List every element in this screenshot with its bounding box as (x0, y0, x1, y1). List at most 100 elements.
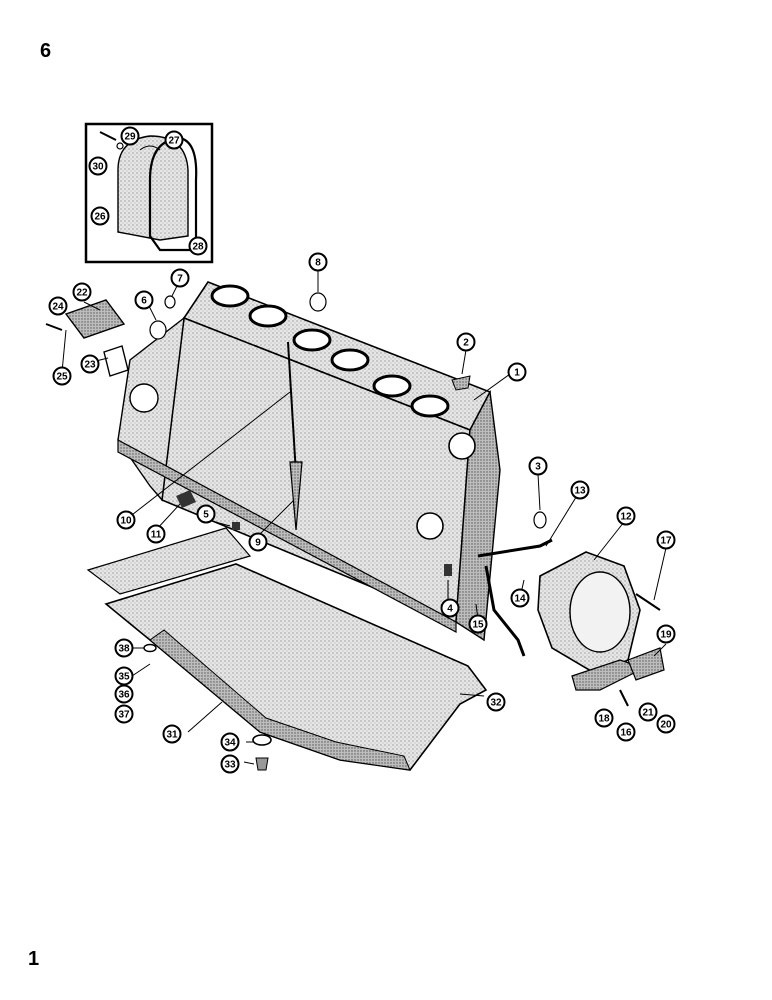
callout-28: 28 (188, 236, 208, 256)
callout-25: 25 (52, 366, 72, 386)
callout-label: 28 (192, 242, 204, 253)
callout-circle (468, 614, 488, 634)
rear-seal-inset (84, 122, 214, 264)
callout-circle (570, 480, 590, 500)
callout-label: 25 (56, 372, 68, 383)
callout-circle (114, 638, 134, 658)
callout-label: 1 (514, 368, 520, 379)
bracket-19 (627, 647, 665, 681)
callout-label: 33 (224, 760, 236, 771)
plug-4 (444, 564, 452, 576)
bolt-16 (619, 689, 629, 707)
callout-circle (616, 722, 636, 742)
callout-label: 29 (124, 132, 136, 143)
callout-label: 20 (660, 720, 672, 731)
callout-circle (248, 532, 268, 552)
cylinder-block (117, 281, 501, 642)
callout-label: 2 (463, 338, 469, 349)
callout-label: 5 (203, 510, 209, 521)
callout-circle (188, 236, 208, 256)
callout-label: 18 (598, 714, 610, 725)
callout-33: 33 (220, 754, 240, 774)
callout-label: 34 (224, 738, 236, 749)
callout-circle (52, 366, 72, 386)
callout-label: 31 (166, 730, 178, 741)
callout-17: 17 (656, 530, 676, 550)
washer-34 (252, 734, 272, 746)
callout-19: 19 (656, 624, 676, 644)
flywheel-housing-foot (571, 659, 646, 691)
callout-8: 8 (308, 252, 328, 272)
callout-circle (308, 252, 328, 272)
oil-filler-cone (289, 461, 303, 531)
callout-circle (220, 754, 240, 774)
callout-36: 36 (114, 684, 134, 704)
callout-21: 21 (638, 702, 658, 722)
callout-circle (170, 268, 190, 288)
callout-circle (616, 506, 636, 526)
callout-circle (114, 704, 134, 724)
callout-circle (72, 282, 92, 302)
callout-27: 27 (164, 130, 184, 150)
callout-2: 2 (456, 332, 476, 352)
callout-label: 12 (620, 512, 632, 523)
callout-label: 35 (118, 672, 130, 683)
callout-circle (456, 332, 476, 352)
callout-3: 3 (528, 456, 548, 476)
callout-22: 22 (72, 282, 92, 302)
callout-34: 34 (220, 732, 240, 752)
callout-circle (220, 732, 240, 752)
plug-5 (232, 522, 240, 530)
callout-circle (510, 588, 530, 608)
callout-18: 18 (594, 708, 614, 728)
callout-circle (80, 354, 100, 374)
callout-31: 31 (162, 724, 182, 744)
callout-10: 10 (116, 510, 136, 530)
callout-26: 26 (90, 206, 110, 226)
callout-label: 4 (447, 604, 453, 615)
callout-label: 8 (315, 258, 321, 269)
callout-35: 35 (114, 666, 134, 686)
expansion-plug-8 (309, 292, 327, 312)
callout-circle (134, 290, 154, 310)
callout-12: 12 (616, 506, 636, 526)
callout-label: 10 (120, 516, 132, 527)
rear-seal-retainer (117, 135, 189, 241)
callout-circle (88, 156, 108, 176)
callout-label: 36 (118, 690, 130, 701)
callout-circle (638, 702, 658, 722)
cylinder-bore-3 (292, 328, 332, 352)
callout-label: 7 (177, 274, 183, 285)
callout-37: 37 (114, 704, 134, 724)
callout-circle (48, 296, 68, 316)
callout-label: 3 (535, 462, 541, 473)
callout-label: 17 (660, 536, 672, 547)
callout-label: 30 (92, 162, 104, 173)
callout-30: 30 (88, 156, 108, 176)
corner-mark: 1 (28, 948, 40, 970)
callout-9: 9 (248, 532, 268, 552)
callout-29: 29 (120, 126, 140, 146)
callout-23: 23 (80, 354, 100, 374)
retainer-washer (116, 142, 124, 150)
cylinder-bore-5 (372, 374, 412, 398)
callout-11: 11 (146, 524, 166, 544)
callout-circle (114, 684, 134, 704)
callout-label: 16 (620, 728, 632, 739)
callout-label: 15 (472, 620, 484, 631)
washer-38 (143, 643, 157, 653)
callout-circle (120, 126, 140, 146)
block-pan-rail (117, 438, 457, 633)
callout-circle (116, 510, 136, 530)
drain-plug-33 (255, 757, 269, 771)
expansion-plug-3 (533, 511, 547, 529)
callout-7: 7 (170, 268, 190, 288)
callout-circle (528, 456, 548, 476)
callout-1: 1 (507, 362, 527, 382)
callout-label: 14 (514, 594, 526, 605)
oil-pan-gasket (86, 527, 252, 595)
callout-circle (486, 692, 506, 712)
callout-label: 9 (255, 538, 261, 549)
callout-circle (164, 130, 184, 150)
